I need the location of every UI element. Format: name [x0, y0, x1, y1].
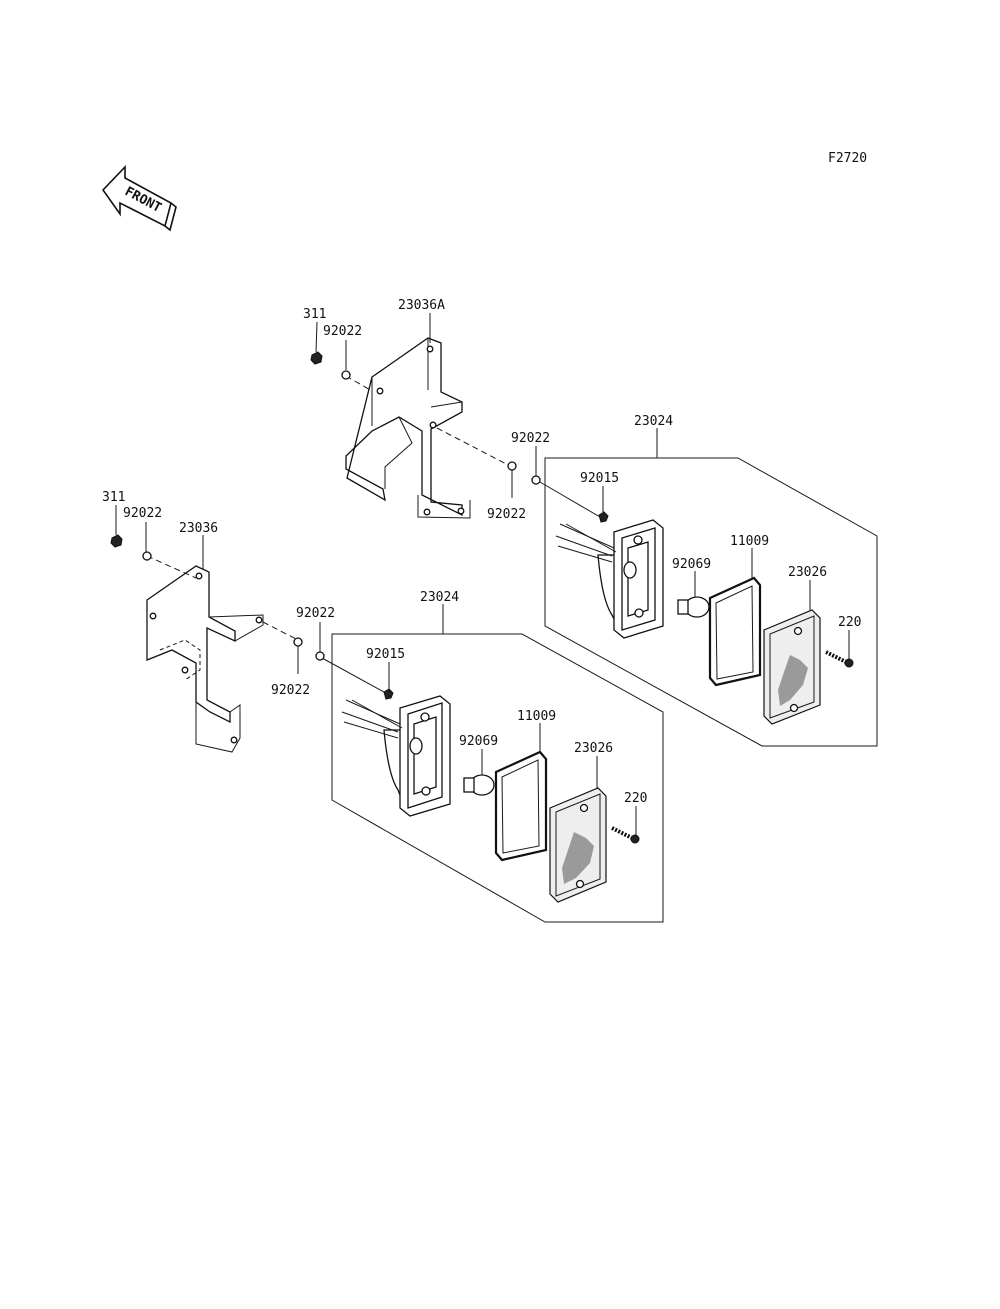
- callout-311-lower: 311: [102, 490, 125, 505]
- callout-92022-upper-c: 92022: [487, 507, 526, 522]
- figure-id: F2720: [828, 151, 867, 166]
- washer-92022-lower-b: [293, 637, 303, 647]
- washer-92022-lower-a: [142, 551, 152, 561]
- callout-92022-lower-c: 92022: [271, 683, 310, 698]
- leader-lines-lower: [115, 505, 637, 835]
- lamp-housing-lower: [341, 695, 451, 817]
- callout-92022-upper-a: 92022: [323, 324, 362, 339]
- kit-frame-23024-lower: [331, 633, 664, 923]
- callout-11009-upper: 11009: [730, 534, 769, 549]
- callout-220-lower: 220: [624, 791, 647, 806]
- washer-92022-upper-c: [531, 475, 541, 485]
- bulb-92069-lower: [463, 774, 495, 796]
- nut-311-lower: [110, 534, 123, 548]
- washer-92022-upper-b: [507, 461, 517, 471]
- bulb-92069-upper: [677, 596, 710, 618]
- callout-23024-upper: 23024: [634, 414, 673, 429]
- front-arrow-icon: FRONT: [101, 165, 177, 232]
- callout-92069-upper: 92069: [672, 557, 711, 572]
- leader-lines-upper: [315, 313, 850, 660]
- gasket-11009-upper: [708, 576, 762, 687]
- washer-92022-lower-c: [315, 651, 325, 661]
- callout-23036: 23036: [179, 521, 218, 536]
- nut-92015-upper: [598, 511, 609, 523]
- bracket-23036A: [345, 337, 471, 519]
- gasket-11009-lower: [494, 750, 548, 862]
- nut-311-upper: [310, 351, 323, 365]
- callout-23036A: 23036A: [398, 298, 445, 313]
- callout-23026-lower: 23026: [574, 741, 613, 756]
- callout-92022-upper-b: 92022: [511, 431, 550, 446]
- lens-23026-upper: [763, 609, 821, 725]
- bracket-23036: [146, 565, 264, 753]
- screw-220-upper: [825, 650, 854, 668]
- callout-92015-lower: 92015: [366, 647, 405, 662]
- callout-92022-lower-b: 92022: [296, 606, 335, 621]
- screw-220-lower: [611, 826, 640, 844]
- callout-92015-upper: 92015: [580, 471, 619, 486]
- callout-92069-lower: 92069: [459, 734, 498, 749]
- callout-23026-upper: 23026: [788, 565, 827, 580]
- lamp-housing-upper: [555, 519, 664, 639]
- kit-frame-23024-upper: [544, 457, 878, 747]
- callout-311-upper: 311: [303, 307, 326, 322]
- callout-92022-lower-a: 92022: [123, 506, 162, 521]
- lens-23026-lower: [549, 787, 607, 903]
- callout-220-upper: 220: [838, 615, 861, 630]
- callout-23024-lower: 23024: [420, 590, 459, 605]
- nut-92015-lower: [383, 688, 394, 700]
- washer-92022-upper-a: [341, 370, 351, 380]
- callout-11009-lower: 11009: [517, 709, 556, 724]
